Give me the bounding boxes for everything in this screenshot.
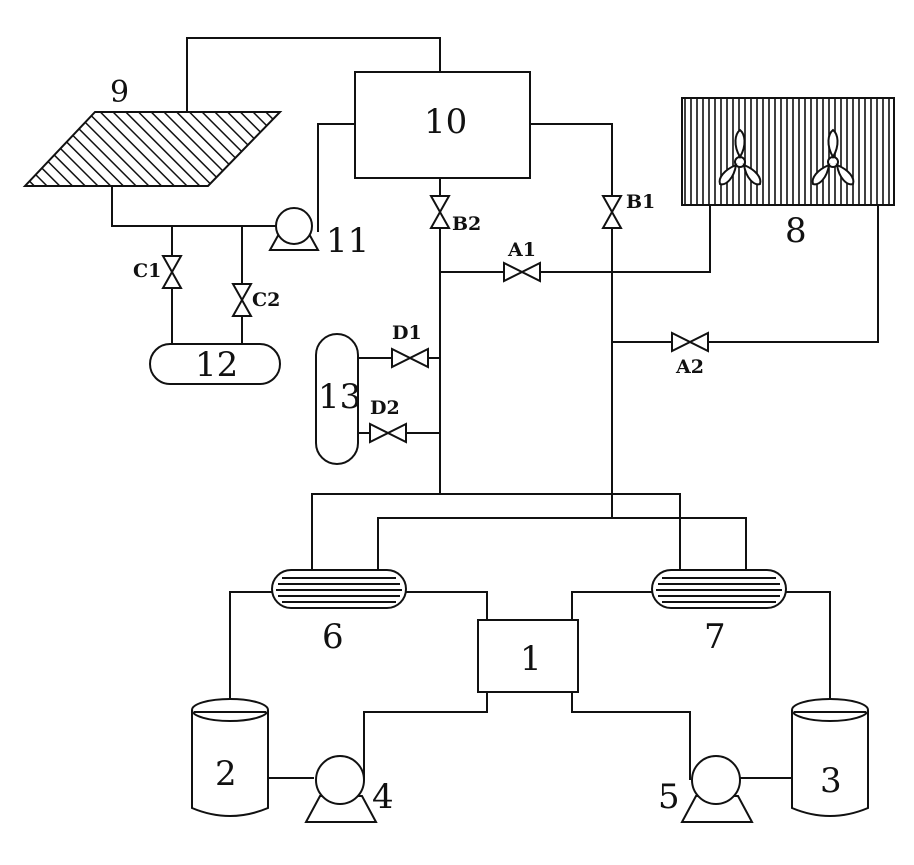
label-13: 13 bbox=[318, 377, 361, 417]
label-1: 1 bbox=[520, 639, 542, 679]
label-4: 4 bbox=[372, 777, 394, 817]
valve-C1 bbox=[163, 256, 181, 288]
label-5: 5 bbox=[658, 777, 680, 817]
label-12: 12 bbox=[195, 345, 238, 385]
label-2: 2 bbox=[215, 754, 237, 794]
valve-A2 bbox=[672, 333, 708, 351]
label-11: 11 bbox=[326, 221, 369, 261]
label-8: 8 bbox=[785, 211, 807, 251]
pump-11 bbox=[270, 208, 318, 250]
label-3: 3 bbox=[820, 761, 842, 801]
label-C2: C2 bbox=[252, 289, 280, 311]
valve-D2 bbox=[370, 424, 406, 442]
valve-B2 bbox=[431, 196, 449, 228]
label-10: 10 bbox=[424, 102, 467, 142]
label-D2: D2 bbox=[370, 397, 400, 419]
label-7: 7 bbox=[704, 617, 726, 657]
heat-exchanger-7 bbox=[652, 570, 786, 608]
label-C1: C1 bbox=[133, 260, 161, 282]
label-A2: A2 bbox=[675, 356, 704, 378]
cooling-unit bbox=[682, 98, 894, 205]
pump-5 bbox=[682, 756, 752, 822]
label-6: 6 bbox=[322, 617, 344, 657]
valve-A1 bbox=[504, 263, 540, 281]
label-B1: B1 bbox=[626, 191, 655, 213]
solar-collector bbox=[25, 112, 280, 186]
valve-C2 bbox=[233, 284, 251, 316]
label-D1: D1 bbox=[392, 322, 422, 344]
label-B2: B2 bbox=[452, 213, 481, 235]
pump-4 bbox=[306, 756, 376, 822]
valve-D1 bbox=[392, 349, 428, 367]
label-A1: A1 bbox=[507, 239, 536, 261]
heat-exchanger-6 bbox=[272, 570, 406, 608]
valve-B1 bbox=[603, 196, 621, 228]
label-9: 9 bbox=[110, 75, 129, 110]
